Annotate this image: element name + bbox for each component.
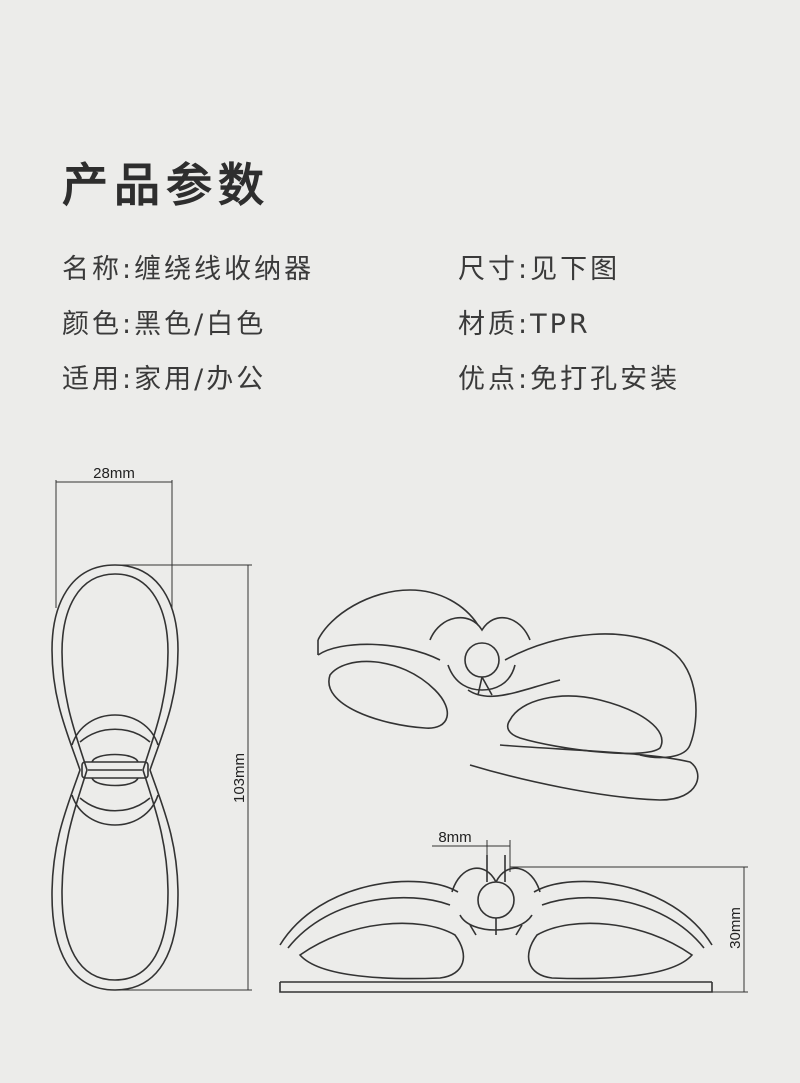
page-title: 产品参数 xyxy=(62,158,270,212)
dimension-slot-label: 8mm xyxy=(438,829,471,846)
dimension-height: 30mm xyxy=(510,866,748,993)
dimension-length: 103mm xyxy=(115,564,252,991)
dimension-width: 28mm xyxy=(55,465,173,608)
dimension-slot: 8mm xyxy=(432,829,511,872)
spec-material: 材质:TPR xyxy=(458,309,591,340)
spec-feature: 优点:免打孔安装 xyxy=(458,364,681,395)
spec-usage: 适用:家用/办公 xyxy=(62,364,267,395)
top-view-outline xyxy=(51,564,179,991)
spec-color: 颜色:黑色/白色 xyxy=(62,309,267,340)
spec-size: 尺寸:见下图 xyxy=(458,254,621,285)
dimension-length-label: 103mm xyxy=(231,753,248,803)
spec-name: 名称:缠绕线收纳器 xyxy=(62,254,315,285)
perspective-view-outline xyxy=(317,589,699,801)
dimension-width-label: 28mm xyxy=(93,465,135,482)
dimension-height-label: 30mm xyxy=(727,907,744,949)
side-view-outline xyxy=(279,855,713,993)
